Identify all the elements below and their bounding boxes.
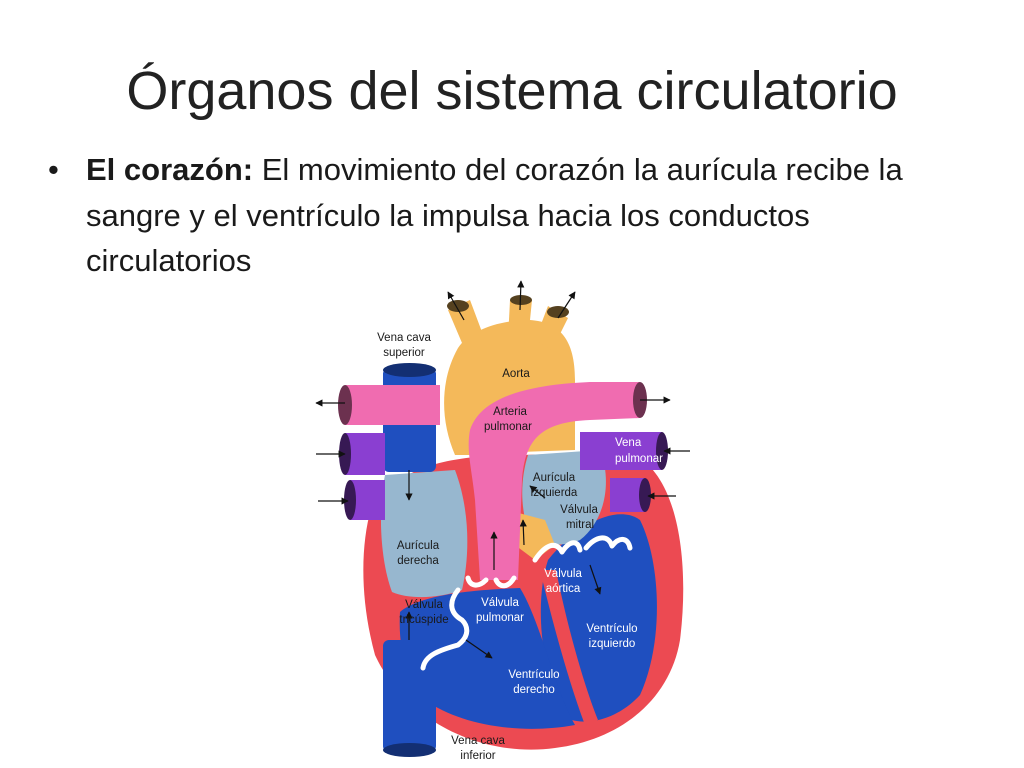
bullet-dot: • xyxy=(48,152,59,187)
septum xyxy=(540,570,598,725)
label-arteria-pulmonar: Arteria pulmonar xyxy=(484,406,532,433)
label-line: pulmonar xyxy=(476,612,524,624)
label-vena-cava-inferior: Vena cava inferior xyxy=(451,735,505,762)
label-line: pulmonar xyxy=(615,453,663,465)
label-aorta: Aorta xyxy=(502,368,530,380)
label-line: tricúspide xyxy=(399,614,448,626)
label-line: superior xyxy=(383,347,425,359)
heart-part xyxy=(383,743,436,757)
flow-arrow xyxy=(557,291,576,319)
label-line: Válvula xyxy=(481,597,519,609)
heart-part xyxy=(338,385,352,425)
label-line: pulmonar xyxy=(484,421,532,433)
heart-part xyxy=(345,385,440,425)
label-line: Válvula xyxy=(544,568,582,580)
label-line: Aurícula xyxy=(397,540,440,552)
label-ventriculo-derecho: Ventrículo derecho xyxy=(508,669,559,696)
label-line: Válvula xyxy=(560,504,598,516)
label-vena-cava-superior: Vena cava superior xyxy=(377,332,431,359)
heart-part xyxy=(350,480,385,520)
label-auricula-izquierda: Aurícula izquierda xyxy=(531,472,578,499)
label-line: Vena cava xyxy=(377,332,431,344)
right-atrium xyxy=(380,470,468,598)
label-ventriculo-izquierdo: Ventrículo izquierdo xyxy=(586,623,637,650)
valvula-mitral xyxy=(583,535,633,551)
heart-part xyxy=(510,295,532,305)
label-line: mitral xyxy=(566,519,594,531)
label-line: inferior xyxy=(460,750,495,762)
label-line: Ventrículo xyxy=(508,669,559,681)
bullet-term: El corazón: xyxy=(86,152,254,187)
label-line: derecha xyxy=(397,555,439,567)
flow-arrow xyxy=(517,280,525,311)
flow-arrow xyxy=(519,519,527,546)
label-vena-pulmonar: Vena pulmonar xyxy=(615,437,663,465)
label-line: derecho xyxy=(513,684,555,696)
valvula-tricuspide xyxy=(420,587,470,671)
heart-part xyxy=(547,306,569,318)
heart-part xyxy=(656,432,668,470)
bullet-text: El corazón: El movimiento del corazón la… xyxy=(86,147,928,284)
bullet-description: El movimiento del corazón la aurícula re… xyxy=(86,152,903,279)
heart-part xyxy=(639,478,651,512)
label-valvula-pulmonar: Válvula pulmonar xyxy=(476,597,524,624)
heart-part xyxy=(508,300,532,340)
label-auricula-derecha: Aurícula derecha xyxy=(397,540,440,567)
label-valvula-mitral: Válvula mitral xyxy=(560,504,598,531)
label-valvula-tricuspide: Válvula tricúspide xyxy=(399,599,448,626)
label-line: Vena cava xyxy=(451,735,505,747)
label-line: izquierda xyxy=(531,487,578,499)
valvula-aortica xyxy=(532,540,583,563)
heart-part xyxy=(448,300,485,350)
slide-title: Órganos del sistema circulatorio xyxy=(126,61,898,121)
label-line: izquierdo xyxy=(589,638,636,650)
flow-arrows xyxy=(315,280,690,659)
heart-part xyxy=(345,433,385,475)
heart-part xyxy=(610,478,645,512)
label-line: Arteria xyxy=(493,406,527,418)
bullet-item: • El corazón: El movimiento del corazón … xyxy=(48,147,928,284)
heart-part xyxy=(383,363,436,377)
heart-diagram: Vena cava superior Aorta Arteria pulmona… xyxy=(315,280,690,762)
vena-pulmonar xyxy=(580,432,662,470)
valvula-pulmonar xyxy=(465,575,517,589)
label-line: aórtica xyxy=(546,583,581,595)
flow-arrow xyxy=(589,564,602,595)
flow-arrow xyxy=(465,639,493,659)
label-line: Aurícula xyxy=(533,472,576,484)
label-line: Ventrículo xyxy=(586,623,637,635)
label-line: Vena xyxy=(615,437,642,449)
flow-arrow xyxy=(529,485,546,499)
label-line: Válvula xyxy=(405,599,443,611)
label-valvula-aortica: Válvula aórtica xyxy=(544,568,582,595)
right-ventricle xyxy=(399,588,575,729)
label-line: Aorta xyxy=(502,368,530,380)
heart-part xyxy=(447,300,469,312)
flow-arrow xyxy=(447,291,465,321)
heart-part xyxy=(344,480,356,520)
arteria-pulmonar xyxy=(468,382,640,580)
